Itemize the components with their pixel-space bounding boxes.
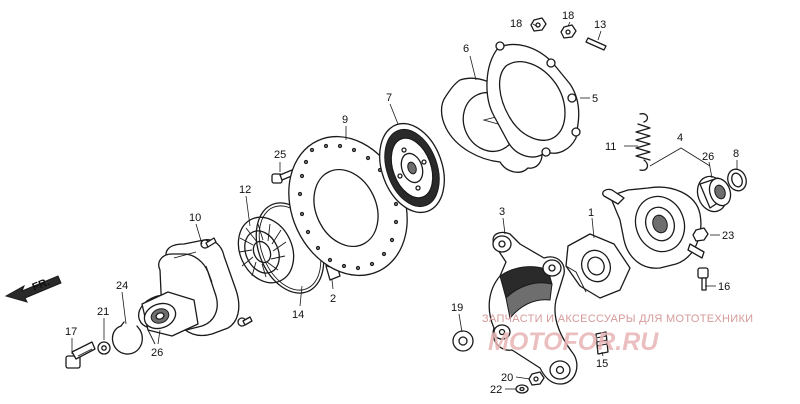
callout-8: 8 <box>733 148 739 160</box>
part-18-nut-right <box>560 24 577 39</box>
part-5-cover <box>486 41 581 158</box>
part-20-nut <box>528 371 545 386</box>
part-26-bearing-left <box>147 329 156 345</box>
callout-11: 11 <box>605 141 616 153</box>
callout-25: 25 <box>274 149 286 161</box>
part-10-gear-housing <box>137 237 253 337</box>
callout-26-right: 26 <box>702 151 714 163</box>
callout-21: 21 <box>97 306 109 318</box>
callout-18-left: 18 <box>510 18 522 30</box>
part-22-washer <box>515 384 529 394</box>
callout-7: 7 <box>386 92 392 104</box>
callout-9: 9 <box>342 114 348 126</box>
watermark-caption: ЗАПЧАСТИ И АКСЕССУАРЫ ДЛЯ МОТОТЕХНИКИ <box>482 313 753 325</box>
part-26-bearing-right <box>696 175 732 213</box>
callout-6: 6 <box>463 43 469 55</box>
callout-26-left: 26 <box>151 347 163 359</box>
callout-numbers: 1 2 3 4 5 6 7 8 9 10 11 12 13 14 15 16 1… <box>65 10 739 396</box>
watermark: ЗАПЧАСТИ И АКСЕССУАРЫ ДЛЯ МОТОТЕХНИКИ MO… <box>482 313 753 356</box>
callout-20: 20 <box>501 372 513 384</box>
callout-23: 23 <box>722 230 734 242</box>
callout-24: 24 <box>116 280 128 292</box>
part-8-seal <box>727 168 747 192</box>
front-arrow-icon <box>4 275 62 303</box>
callout-19: 19 <box>451 302 463 314</box>
part-12-drive-plate <box>237 216 295 284</box>
part-18-nut-left <box>530 17 547 32</box>
callout-3: 3 <box>499 206 505 218</box>
part-19-washer <box>452 330 474 352</box>
part-16-bolt <box>697 267 709 291</box>
callout-5: 5 <box>592 93 598 105</box>
part-23-nut <box>692 227 709 242</box>
part-3-brake-arm <box>488 231 578 385</box>
callout-13: 13 <box>594 19 606 31</box>
part-4-brake-panel <box>602 186 705 269</box>
part-9-friction-disc <box>288 135 408 277</box>
part-13-pin <box>585 37 607 51</box>
callout-1: 1 <box>588 207 594 219</box>
part-15-stud <box>595 331 609 355</box>
callout-14: 14 <box>292 309 304 321</box>
callout-16: 16 <box>718 281 730 293</box>
part-11-spring <box>635 113 651 171</box>
watermark-logo: MOTOFOR.RU <box>488 328 659 356</box>
part-17-flange-bolt <box>65 341 96 369</box>
callout-12: 12 <box>239 184 251 196</box>
callout-17: 17 <box>65 326 77 338</box>
callout-4: 4 <box>677 132 683 144</box>
part-1-bracket <box>565 233 631 299</box>
part-21-washer <box>97 341 111 355</box>
part-24-circlip <box>111 321 143 355</box>
leader-lines <box>71 21 738 390</box>
callout-22: 22 <box>490 384 502 396</box>
callout-18-right: 18 <box>562 10 574 22</box>
callout-10: 10 <box>189 212 201 224</box>
callout-15: 15 <box>596 358 608 370</box>
front-direction-marker: FR. <box>4 275 62 303</box>
part-25-bolt <box>271 169 295 184</box>
part-7-clutch-disc <box>379 122 445 214</box>
callout-2: 2 <box>330 293 336 305</box>
front-label: FR. <box>31 276 52 294</box>
